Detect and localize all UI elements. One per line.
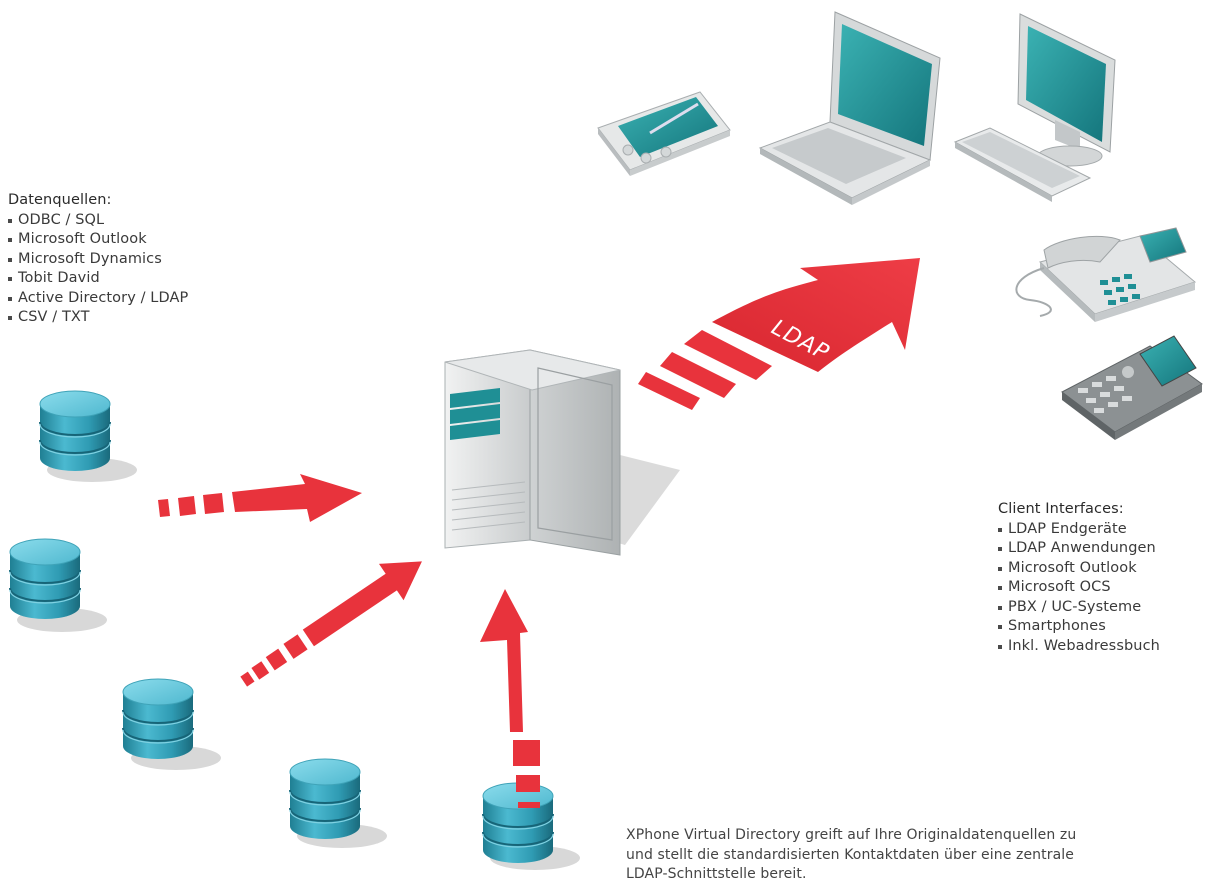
caption-line-1: XPhone Virtual Directory greift auf Ihre…	[626, 827, 1077, 843]
database-icon-3	[122, 678, 221, 770]
client-interface-item: Microsoft Outlook	[998, 559, 1160, 579]
data-source-item: Tobit David	[8, 269, 188, 289]
client-interface-item: LDAP Anwendungen	[998, 539, 1160, 559]
inbound-arrow-1	[158, 474, 362, 522]
data-source-item: ODBC / SQL	[8, 211, 188, 231]
ldap-arrow: LDAP	[638, 258, 920, 410]
desk-phone-icon	[1015, 227, 1197, 322]
data-source-item: Microsoft Outlook	[8, 230, 188, 250]
laptop-icon	[758, 11, 941, 205]
client-interface-item: Inkl. Webadressbuch	[998, 637, 1160, 657]
inbound-arrow-2	[240, 561, 422, 687]
server-icon	[444, 349, 680, 556]
client-interface-item: PBX / UC-Systeme	[998, 598, 1160, 618]
client-interface-item: Smartphones	[998, 617, 1160, 637]
data-sources-heading: Datenquellen:	[8, 192, 112, 208]
data-source-item: Active Directory / LDAP	[8, 289, 188, 309]
mobile-phone-icon	[1061, 335, 1203, 440]
client-interface-item: Microsoft OCS	[998, 578, 1160, 598]
caption-line-3: LDAP-Schnittstelle bereit.	[626, 866, 807, 882]
database-icon-5	[482, 782, 580, 870]
data-source-item: CSV / TXT	[8, 308, 188, 328]
client-interface-item: LDAP Endgeräte	[998, 520, 1160, 540]
caption-line-2: und stellt die standardisierten Kontaktd…	[626, 846, 1074, 863]
client-interfaces-list: Client Interfaces: LDAP Endgeräte LDAP A…	[998, 500, 1160, 656]
database-icon-2	[9, 538, 107, 632]
inbound-arrow-3	[480, 589, 540, 808]
data-source-item: Microsoft Dynamics	[8, 250, 188, 270]
data-sources-list: Datenquellen: ODBC / SQL Microsoft Outlo…	[8, 191, 188, 328]
client-interfaces-heading: Client Interfaces:	[998, 501, 1124, 517]
caption-text: XPhone Virtual Directory greift auf Ihre…	[626, 826, 1076, 885]
database-icon-4	[289, 758, 387, 848]
desktop-icon	[953, 13, 1116, 202]
database-icon-1	[39, 390, 137, 482]
pda-icon	[597, 91, 731, 176]
